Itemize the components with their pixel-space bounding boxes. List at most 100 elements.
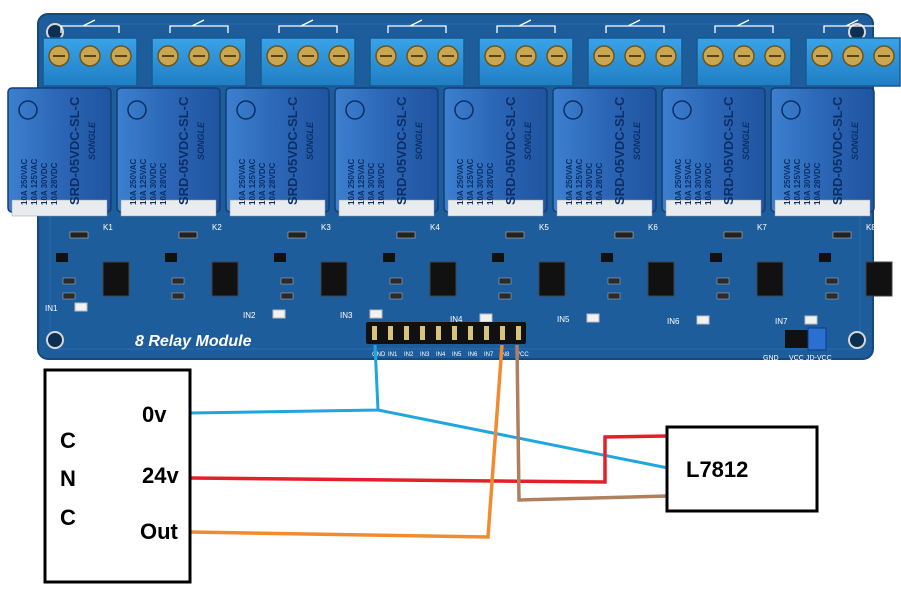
relay-label: K5 (539, 223, 549, 232)
header-pin[interactable] (452, 326, 457, 340)
input-led (272, 309, 286, 319)
svg-text:10A 28VDC: 10A 28VDC (595, 162, 604, 205)
svg-text:10A 250VAC: 10A 250VAC (674, 159, 683, 205)
header-pin-label: IN6 (468, 352, 478, 358)
svg-text:10A 125VAC: 10A 125VAC (248, 159, 257, 205)
relay-symbol-icon (714, 19, 774, 33)
svg-text:10A 250VAC: 10A 250VAC (565, 159, 574, 205)
header-pin[interactable] (420, 326, 425, 340)
terminal-24v-label: 24v (142, 463, 179, 488)
jd-vcc-jumper[interactable] (785, 327, 827, 351)
input-led (696, 315, 710, 325)
screw-terminal[interactable] (260, 37, 356, 87)
svg-text:10A 30VDC: 10A 30VDC (803, 162, 812, 205)
screw-terminal[interactable] (369, 37, 465, 87)
screw-terminal[interactable] (696, 37, 792, 87)
resistor (389, 292, 403, 300)
screw-terminal[interactable] (151, 37, 247, 87)
header-pin-label: IN1 (388, 352, 398, 358)
diode (832, 231, 852, 239)
input-led (479, 313, 493, 323)
resistor (498, 292, 512, 300)
diode (614, 231, 634, 239)
relay-symbol-icon (823, 19, 883, 33)
jumper-pin-label: VCC (789, 355, 804, 362)
svg-text:10A 250VAC: 10A 250VAC (783, 159, 792, 205)
input-led (369, 309, 383, 319)
diode (178, 231, 198, 239)
header-pin[interactable] (500, 326, 505, 340)
screw-terminal[interactable] (805, 37, 901, 87)
header-pin[interactable] (516, 326, 521, 340)
header-pin-label: IN2 (404, 352, 414, 358)
svg-text:10A 28VDC: 10A 28VDC (704, 162, 713, 205)
optocoupler (429, 261, 457, 297)
optocoupler (102, 261, 130, 297)
svg-text:10A 30VDC: 10A 30VDC (367, 162, 376, 205)
svg-text:10A 30VDC: 10A 30VDC (694, 162, 703, 205)
svg-text:10A 125VAC: 10A 125VAC (793, 159, 802, 205)
header-pin[interactable] (388, 326, 393, 340)
svg-text:SRD-05VDC-SL-C: SRD-05VDC-SL-C (394, 96, 409, 205)
cqc-logo-icon (454, 100, 474, 120)
diode (723, 231, 743, 239)
header-pin-label: IN7 (484, 352, 494, 358)
svg-text:SRD-05VDC-SL-C: SRD-05VDC-SL-C (176, 96, 191, 205)
svg-text:10A 125VAC: 10A 125VAC (357, 159, 366, 205)
header-pin-label: IN5 (452, 352, 462, 358)
svg-text:SONGLE: SONGLE (414, 121, 424, 160)
relay-symbol-icon (605, 19, 665, 33)
signal-out-wire (189, 344, 504, 539)
input-led (74, 302, 88, 312)
diode (396, 231, 416, 239)
header-pin[interactable] (372, 326, 377, 340)
cqc-logo-icon (345, 100, 365, 120)
svg-text:SONGLE: SONGLE (87, 121, 97, 160)
header-pin-label: IN8 (500, 352, 510, 358)
diode (505, 231, 525, 239)
terminal-out-label: Out (140, 519, 179, 544)
vcc-12v-wire (515, 344, 669, 502)
svg-text:SRD-05VDC-SL-C: SRD-05VDC-SL-C (721, 96, 736, 205)
terminal-0v-label: 0v (142, 402, 167, 427)
header-pin[interactable] (468, 326, 473, 340)
relay-label: K8 (866, 223, 876, 232)
header-pin-label: IN3 (420, 352, 430, 358)
resistor (607, 277, 621, 285)
svg-text:10A 250VAC: 10A 250VAC (20, 159, 29, 205)
relay-label: K2 (212, 223, 222, 232)
resistor (498, 277, 512, 285)
screw-terminal[interactable] (478, 37, 574, 87)
screw-terminal[interactable] (42, 37, 138, 87)
header-pin[interactable] (436, 326, 441, 340)
relay-symbol-icon (387, 19, 447, 33)
header-pin-label: VCC (516, 352, 529, 358)
cnc-controller-box: C N C 0v 24v Out (43, 368, 192, 584)
svg-text:10A 125VAC: 10A 125VAC (684, 159, 693, 205)
resistor (280, 292, 294, 300)
svg-text:10A 28VDC: 10A 28VDC (377, 162, 386, 205)
header-pin[interactable] (484, 326, 489, 340)
header-pin[interactable] (404, 326, 409, 340)
input-led-label: IN1 (45, 304, 58, 313)
svg-text:SRD-05VDC-SL-C: SRD-05VDC-SL-C (830, 96, 845, 205)
svg-text:10A 250VAC: 10A 250VAC (347, 159, 356, 205)
input-led-label: IN3 (340, 311, 353, 320)
relay-symbol-icon (278, 19, 338, 33)
resistor (62, 277, 76, 285)
transistor (601, 253, 613, 262)
diode (69, 231, 89, 239)
screw-terminal[interactable] (587, 37, 683, 87)
transistor (819, 253, 831, 262)
resistor (171, 292, 185, 300)
optocoupler (320, 261, 348, 297)
input-led (804, 315, 818, 325)
